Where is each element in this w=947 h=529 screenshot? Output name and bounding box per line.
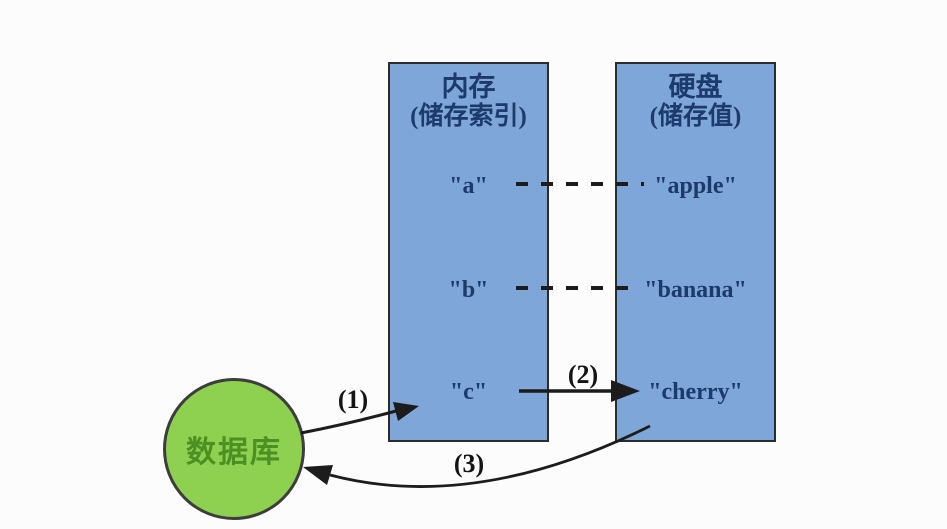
- memory-key-a: "a": [449, 173, 488, 199]
- step-3-label: (3): [453, 449, 485, 478]
- disk-box-subtitle: (储存值): [649, 103, 742, 130]
- disk-value-banana: "banana": [644, 277, 747, 303]
- disk-value-apple: "apple": [654, 173, 737, 199]
- database-label: 数据库: [186, 436, 282, 469]
- memory-box-subtitle: (储存索引): [410, 103, 527, 130]
- step-2-label: (2): [567, 360, 599, 389]
- arrow-3-head-icon: [303, 465, 333, 485]
- memory-key-c: "c": [449, 379, 488, 405]
- arrow-1-line: [300, 409, 397, 435]
- disk-box: 硬盘 (储存值) "apple" "banana" "cherry": [615, 62, 776, 442]
- disk-value-cherry: "cherry": [648, 379, 743, 405]
- database-circle: 数据库: [163, 378, 305, 520]
- memory-key-b: "b": [448, 277, 489, 303]
- memory-box: 内存 (储存索引) "a" "b" "c": [388, 62, 549, 442]
- step-1-label: (1): [337, 385, 369, 414]
- memory-box-title: 内存: [441, 72, 496, 102]
- disk-box-title: 硬盘: [668, 72, 723, 102]
